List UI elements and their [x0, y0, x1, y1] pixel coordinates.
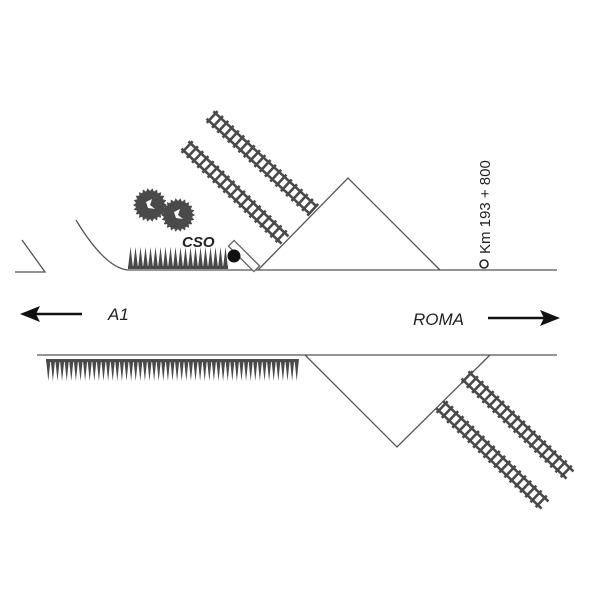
upper-interchange-ramp — [257, 177, 441, 271]
lower-interchange-ramp — [304, 354, 491, 448]
hedge-icon — [128, 247, 228, 269]
railway-track-icon — [205, 110, 320, 217]
right-arrow-icon — [488, 310, 560, 326]
site-label: CSO — [182, 234, 215, 251]
left-ramp-stub — [15, 239, 47, 273]
hedge-icon — [46, 359, 299, 381]
kilometer-circle-icon — [479, 259, 489, 269]
barrier-block — [227, 239, 261, 273]
railway-track-icon — [180, 140, 290, 245]
tree-icon — [133, 188, 195, 232]
left-direction-label: A1 — [107, 305, 129, 324]
upper-road-edge — [75, 219, 557, 271]
railway-tracks — [180, 110, 575, 510]
railway-track-icon — [460, 370, 575, 480]
upper-roadway — [15, 177, 557, 273]
lower-roadway — [37, 354, 557, 448]
left-arrow-icon — [20, 306, 82, 322]
kilometer-label: Km 193 + 800 — [477, 160, 494, 254]
railway-track-icon — [435, 400, 550, 510]
right-direction-label: ROMA — [413, 310, 464, 329]
marker-dot-icon — [227, 249, 241, 263]
